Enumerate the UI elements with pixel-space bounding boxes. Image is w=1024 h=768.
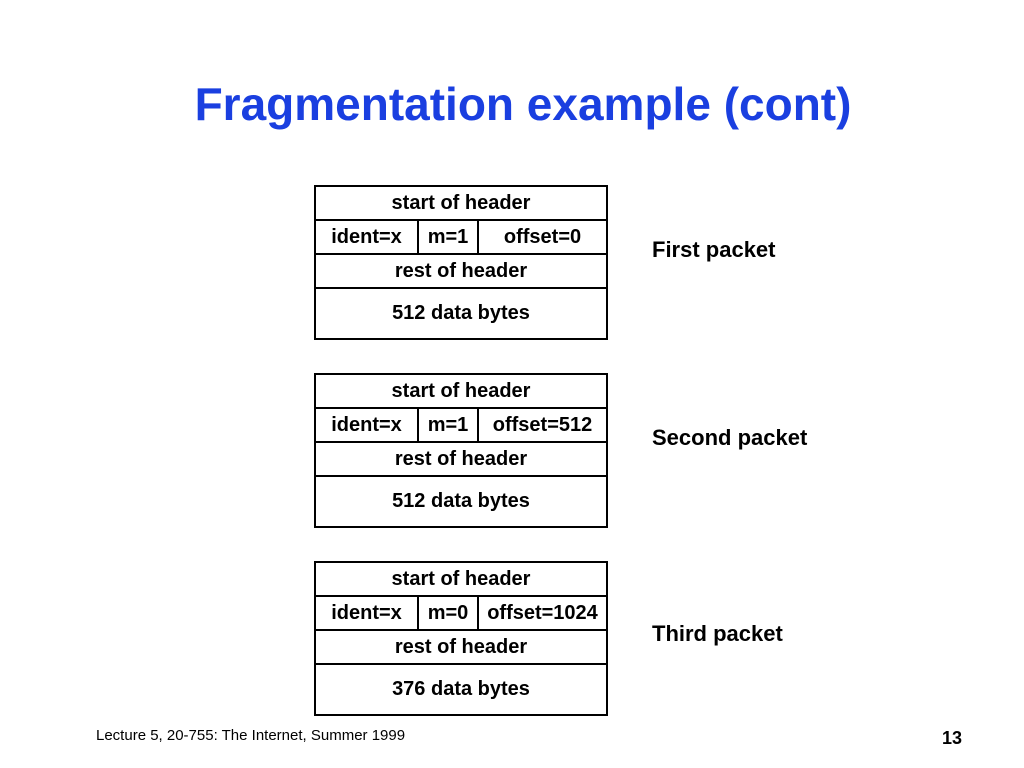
- start-of-header-field: start of header: [316, 563, 606, 597]
- rest-of-header-field: rest of header: [316, 443, 606, 477]
- ident-row: ident=x m=0 offset=1024: [316, 597, 606, 631]
- offset-field: offset=1024: [487, 602, 598, 624]
- start-of-header-field: start of header: [316, 375, 606, 409]
- ident-row: ident=x m=1 offset=0: [316, 221, 606, 255]
- more-fragments-field: m=0: [419, 597, 479, 629]
- data-bytes-field: 512 data bytes: [392, 490, 530, 512]
- page-number: 13: [941, 728, 962, 748]
- packet-diagram-3: start of header ident=x m=0 offset=1024 …: [314, 561, 608, 716]
- packet-diagram-2: start of header ident=x m=1 offset=512 r…: [314, 373, 608, 528]
- packet-diagram-1: start of header ident=x m=1 offset=0 res…: [314, 185, 608, 340]
- data-bytes-field: 512 data bytes: [392, 302, 530, 324]
- rest-of-header-field: rest of header: [316, 255, 606, 289]
- offset-field: offset=512: [492, 414, 593, 436]
- ident-field: ident=x: [316, 221, 419, 253]
- packet-label-1: First packet: [652, 237, 776, 262]
- slide-title: Fragmentation example (cont): [194, 78, 852, 130]
- ident-row: ident=x m=1 offset=512: [316, 409, 606, 443]
- offset-field: offset=0: [503, 226, 582, 248]
- ident-field: ident=x: [316, 597, 419, 629]
- packet-label-2: Second packet: [652, 425, 808, 450]
- start-of-header-field: start of header: [316, 187, 606, 221]
- more-fragments-field: m=1: [419, 409, 479, 441]
- rest-of-header-field: rest of header: [316, 631, 606, 665]
- data-bytes-field: 376 data bytes: [392, 678, 530, 700]
- slide-footer: Lecture 5, 20-755: The Internet, Summer …: [96, 727, 406, 744]
- packet-label-3: Third packet: [652, 621, 783, 646]
- ident-field: ident=x: [316, 409, 419, 441]
- more-fragments-field: m=1: [419, 221, 479, 253]
